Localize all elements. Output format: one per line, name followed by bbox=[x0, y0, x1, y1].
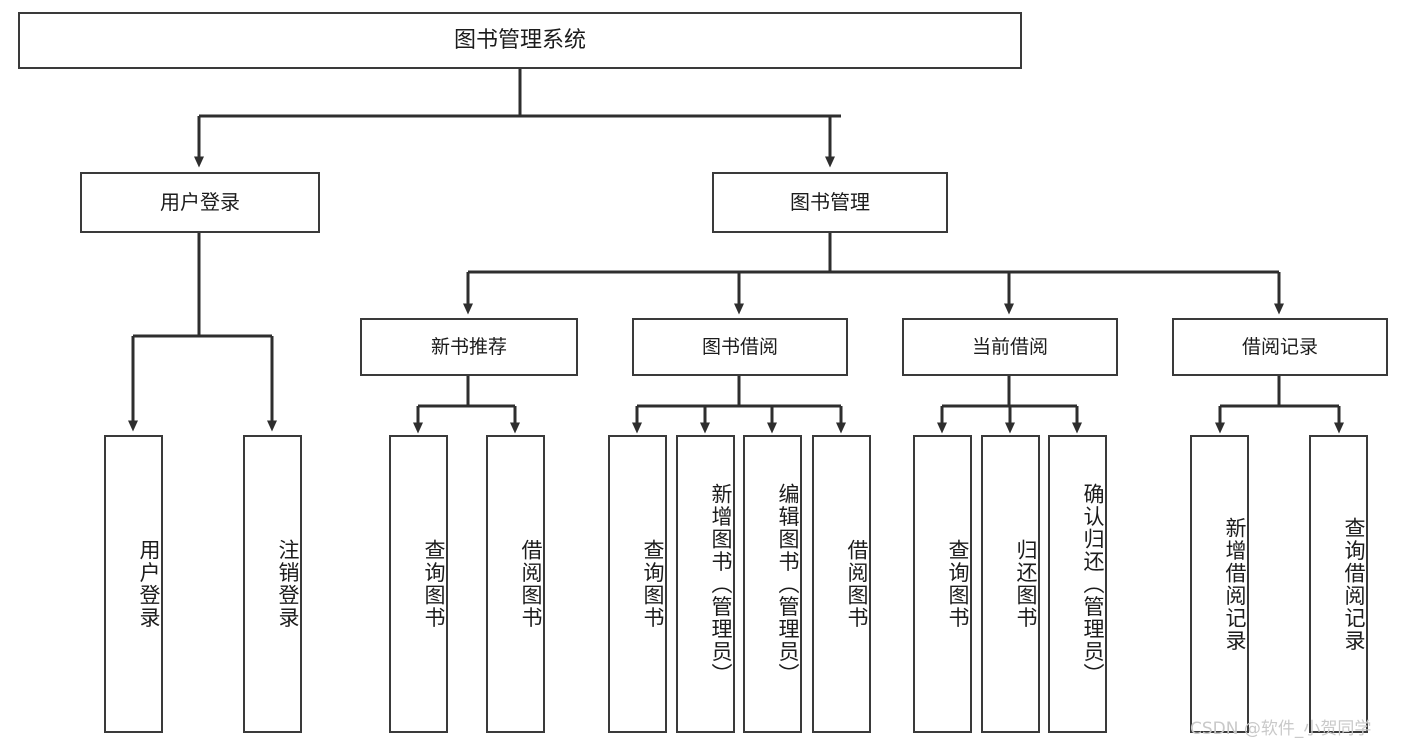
node-book-borrow-label: 图书借阅 bbox=[701, 335, 778, 358]
node-leaf-add-book-label: 新增图书（管理员） bbox=[709, 482, 733, 686]
node-leaf-query-book-2[interactable]: 查询图书 bbox=[608, 435, 667, 733]
node-leaf-query-record[interactable]: 查询借阅记录 bbox=[1309, 435, 1368, 733]
node-leaf-user-login-label: 用户登录 bbox=[137, 539, 161, 629]
node-leaf-borrow-book-2-label: 借阅图书 bbox=[845, 539, 869, 629]
node-borrow-record[interactable]: 借阅记录 bbox=[1172, 318, 1388, 376]
node-leaf-borrow-book-2[interactable]: 借阅图书 bbox=[812, 435, 871, 733]
node-leaf-query-book-3-label: 查询图书 bbox=[946, 539, 970, 629]
node-leaf-logout[interactable]: 注销登录 bbox=[243, 435, 302, 733]
node-leaf-add-record-label: 新增借阅记录 bbox=[1223, 516, 1247, 652]
node-user-login[interactable]: 用户登录 bbox=[80, 172, 320, 233]
node-root-label: 图书管理系统 bbox=[453, 27, 586, 53]
node-leaf-return-book[interactable]: 归还图书 bbox=[981, 435, 1040, 733]
node-leaf-confirm-return-label: 确认归还（管理员） bbox=[1081, 482, 1105, 686]
node-leaf-return-book-label: 归还图书 bbox=[1014, 539, 1038, 629]
node-leaf-borrow-book-1-label: 借阅图书 bbox=[519, 539, 543, 629]
node-borrow-record-label: 借阅记录 bbox=[1241, 335, 1318, 358]
node-user-login-label: 用户登录 bbox=[160, 189, 240, 214]
node-leaf-user-login[interactable]: 用户登录 bbox=[104, 435, 163, 733]
node-leaf-query-book-1[interactable]: 查询图书 bbox=[389, 435, 448, 733]
node-leaf-query-book-1-label: 查询图书 bbox=[422, 539, 446, 629]
node-new-book-rec[interactable]: 新书推荐 bbox=[360, 318, 578, 376]
node-book-manage[interactable]: 图书管理 bbox=[712, 172, 948, 233]
node-leaf-edit-book[interactable]: 编辑图书（管理员） bbox=[743, 435, 802, 733]
node-book-manage-label: 图书管理 bbox=[790, 189, 870, 214]
node-book-borrow[interactable]: 图书借阅 bbox=[632, 318, 848, 376]
node-root[interactable]: 图书管理系统 bbox=[18, 12, 1022, 69]
node-leaf-borrow-book-1[interactable]: 借阅图书 bbox=[486, 435, 545, 733]
node-leaf-confirm-return[interactable]: 确认归还（管理员） bbox=[1048, 435, 1107, 733]
node-leaf-edit-book-label: 编辑图书（管理员） bbox=[776, 482, 800, 686]
node-leaf-add-book[interactable]: 新增图书（管理员） bbox=[676, 435, 735, 733]
node-leaf-query-book-3[interactable]: 查询图书 bbox=[913, 435, 972, 733]
node-new-book-rec-label: 新书推荐 bbox=[430, 335, 507, 358]
node-leaf-query-record-label: 查询借阅记录 bbox=[1342, 516, 1366, 652]
node-current-borrow[interactable]: 当前借阅 bbox=[902, 318, 1118, 376]
node-current-borrow-label: 当前借阅 bbox=[971, 335, 1048, 358]
csdn-watermark: CSDN @软件_小贺同学 bbox=[1190, 719, 1372, 739]
node-leaf-query-book-2-label: 查询图书 bbox=[641, 539, 665, 629]
node-leaf-logout-label: 注销登录 bbox=[276, 539, 300, 629]
node-leaf-add-record[interactable]: 新增借阅记录 bbox=[1190, 435, 1249, 733]
